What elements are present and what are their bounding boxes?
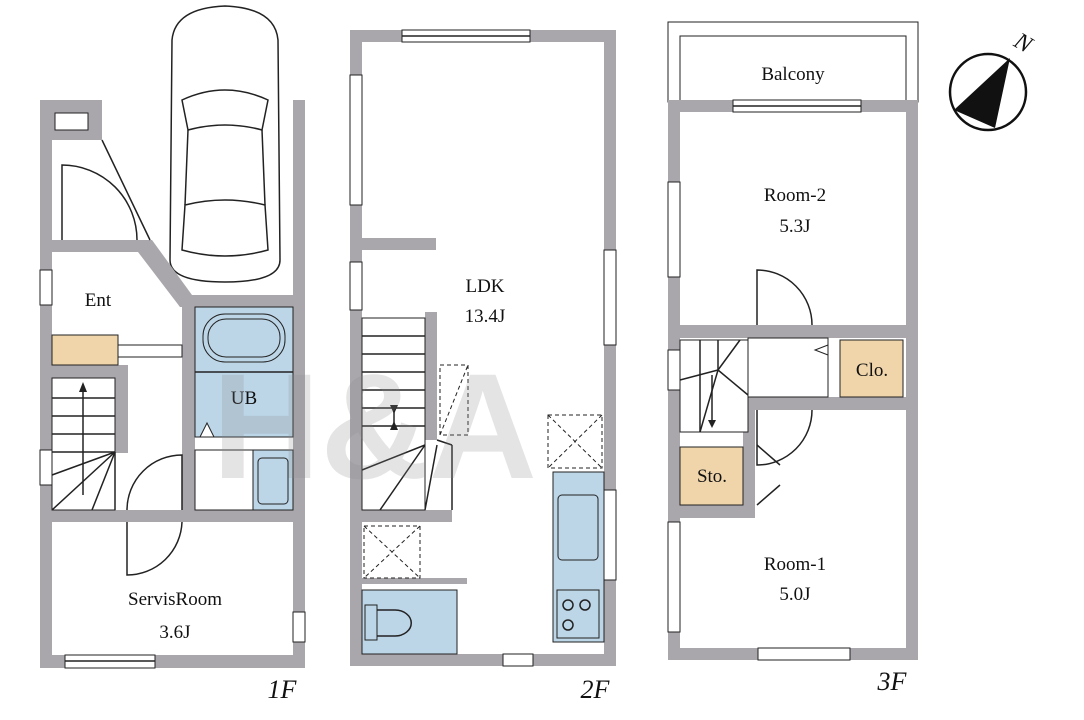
room-label-ldk: LDK: [465, 276, 504, 297]
room-label-balcony: Balcony: [761, 64, 825, 85]
north-arrow-icon: N: [948, 28, 1038, 132]
room-label-ub: UB: [231, 388, 257, 409]
room-label-room-1: Room-1: [764, 554, 826, 575]
room-label-ent: Ent: [85, 290, 112, 311]
floor-2f: LDK 13.4J 2F: [349, 29, 617, 704]
car-icon: [169, 5, 281, 283]
floor-label-3f: 3F: [877, 667, 908, 696]
floor-1f: Ent UB ServisRoom 3.6J 1F: [39, 5, 306, 704]
room-label-servisroom: ServisRoom: [128, 589, 222, 610]
stairs-2f: [361, 317, 453, 511]
room-label-sto: Sto.: [697, 466, 727, 487]
floor-label-2f: 2F: [581, 675, 611, 704]
compass-north-label: N: [1009, 28, 1038, 60]
room-size-room-1: 5.0J: [779, 584, 810, 605]
room-size-room-2: 5.3J: [779, 216, 810, 237]
floor-3f: Balcony Room-2 5.3J Clo. Sto. Room-1 5.0…: [667, 21, 919, 696]
floor-label-1f: 1F: [268, 675, 298, 704]
room-size-servisroom: 3.6J: [159, 622, 190, 643]
room-label-room-2: Room-2: [764, 185, 826, 206]
stairs-3f: [679, 339, 749, 433]
stairs-1f: [51, 377, 116, 511]
room-size-ldk: 13.4J: [465, 306, 506, 327]
room-label-clo: Clo.: [856, 360, 888, 381]
